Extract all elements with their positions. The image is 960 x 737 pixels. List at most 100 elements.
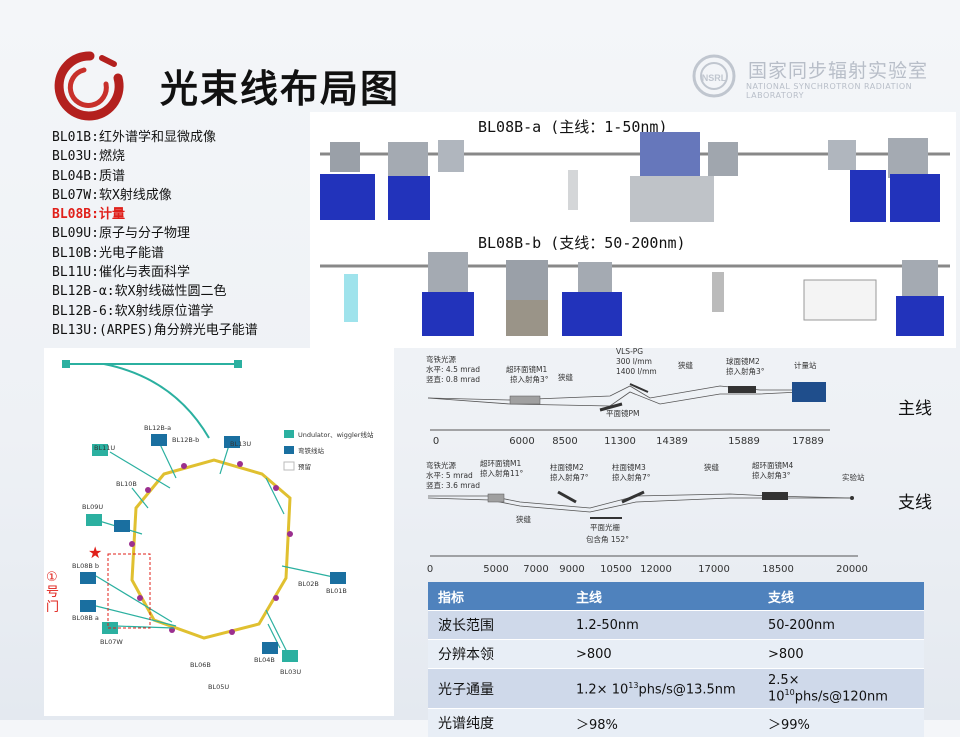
table-row: 光子通量 1.2× 1013phs/s@13.5nm 2.5× 1010phs/… bbox=[428, 667, 924, 709]
branch-tick: 7000 bbox=[523, 564, 548, 575]
branch-m4-1: 超环面镜M4 bbox=[752, 460, 793, 470]
cell-main: ＞98% bbox=[566, 708, 758, 737]
table-row: 波长范围 1.2-50nm 50-200nm bbox=[428, 610, 924, 640]
branch-m1-1: 超环面镜M1 bbox=[480, 458, 521, 468]
nsrl-logo-icon: NSRL bbox=[692, 54, 736, 98]
main-tick: 11300 bbox=[604, 436, 636, 447]
main-tick: 0 bbox=[433, 436, 439, 447]
main-m2-2: 掠入射角3° bbox=[726, 366, 765, 376]
branch-m1-2: 掠入射角11° bbox=[480, 468, 524, 478]
cell-branch: 2.5× 1010phs/s@120nm bbox=[758, 667, 924, 709]
label-bl09u: BL09U bbox=[82, 503, 103, 511]
label-bl04b: BL04B bbox=[254, 656, 275, 664]
branch-source-1: 弯铁光源 bbox=[426, 460, 456, 470]
cell-main: 1.2-50nm bbox=[566, 610, 758, 640]
spec-table: 指标 主线 支线 波长范围 1.2-50nm 50-200nm 分辨本领 >80… bbox=[428, 582, 924, 737]
branch-tick: 17000 bbox=[698, 564, 730, 575]
branch-m2-1: 柱面镜M2 bbox=[550, 462, 584, 472]
row-label: 波长范围 bbox=[428, 610, 566, 640]
beamline-item: BL10B:光电子能谱 bbox=[52, 245, 164, 261]
beamline-item: BL12B-6:软X射线原位谱学 bbox=[52, 303, 214, 319]
col-header: 支线 bbox=[758, 582, 924, 611]
main-m2-1: 球面镜M2 bbox=[726, 356, 760, 366]
branch-tick: 12000 bbox=[640, 564, 672, 575]
lab-name-en: NATIONAL SYNCHROTRON RADIATION LABORATOR… bbox=[746, 82, 913, 100]
beamline-item: BL09U:原子与分子物理 bbox=[52, 226, 190, 242]
cell-main: 1.2× 1013phs/s@13.5nm bbox=[566, 667, 758, 709]
row-label: 光子通量 bbox=[428, 667, 566, 709]
branch-line-label: 支线 bbox=[898, 493, 932, 513]
label-bl13u: BL13U bbox=[230, 440, 251, 448]
label-bl06b: BL06B bbox=[190, 661, 211, 669]
branch-tick: 5000 bbox=[483, 564, 508, 575]
branch-grating-2: 包含角 152° bbox=[586, 534, 629, 544]
gate-label: ①号门 bbox=[46, 570, 60, 615]
star-icon: ★ bbox=[88, 543, 102, 562]
main-source-1: 弯铁光源 bbox=[426, 354, 456, 364]
col-header: 主线 bbox=[566, 582, 758, 611]
nsrl-logo-text: NSRL bbox=[702, 73, 727, 83]
optical-layout-schematics: 弯铁光源 水平: 4.5 mrad 竖直: 0.8 mrad 超环面镜M1 掠入… bbox=[400, 346, 880, 582]
main-pg-3: 1400 l/mm bbox=[616, 367, 657, 376]
col-header: 指标 bbox=[428, 582, 566, 611]
label-bl08ba: BL08B a bbox=[72, 614, 99, 622]
beamline-item: BL04B:质谱 bbox=[52, 168, 125, 184]
beamline-item: BL12B-α:软X射线磁性圆二色 bbox=[52, 284, 227, 300]
main-pg-2: 300 l/mm bbox=[616, 357, 652, 366]
page-title: 光束线布局图 bbox=[160, 67, 401, 111]
photo-title-main: BL08B-a (主线：1-50nm) bbox=[478, 118, 668, 136]
main-tick: 15889 bbox=[728, 436, 760, 447]
beamline-item: BL01B:红外谱学和显微成像 bbox=[52, 130, 216, 145]
legend-bending: 弯铁线站 bbox=[298, 446, 325, 455]
legend-undulator: Undulator、wiggler线站 bbox=[298, 430, 374, 439]
branch-tick: 10500 bbox=[600, 564, 632, 575]
beamline-list: BL01B:红外谱学和显微成像 BL03U:燃烧 BL04B:质谱 BL07W:… bbox=[52, 128, 312, 340]
photo-title-branch: BL08B-b (支线：50-200nm) bbox=[478, 234, 686, 252]
main-tick: 8500 bbox=[552, 436, 577, 447]
branch-station: 实验站 bbox=[842, 472, 865, 482]
label-bl05u: BL05U bbox=[208, 683, 229, 691]
storage-ring-svg: ★ Undulator、wiggler线站 弯铁线站 预留 BL12B-a BL… bbox=[62, 360, 374, 691]
legend-reserved: 预留 bbox=[298, 462, 311, 471]
branch-m4-2: 掠入射角3° bbox=[752, 470, 791, 480]
cell-branch: 50-200nm bbox=[758, 610, 924, 640]
cell-branch: ＞99% bbox=[758, 708, 924, 737]
row-label: 分辨本领 bbox=[428, 639, 566, 669]
branch-tick: 20000 bbox=[836, 564, 868, 575]
main-tick: 17889 bbox=[792, 436, 824, 447]
label-bl12ba: BL12B-a bbox=[144, 424, 171, 432]
branch-m2-2: 掠入射角7° bbox=[550, 472, 589, 482]
label-bl03u: BL03U bbox=[280, 668, 301, 676]
main-station: 计量站 bbox=[794, 360, 817, 370]
cell-branch: >800 bbox=[758, 639, 924, 669]
beamline-item: BL03U:燃烧 bbox=[52, 149, 125, 165]
table-row: 分辨本领 >800 >800 bbox=[428, 639, 924, 669]
main-source-2: 水平: 4.5 mrad bbox=[426, 364, 480, 374]
label-bl01b: BL01B bbox=[326, 587, 347, 595]
main-slit2: 狭缝 bbox=[678, 360, 693, 370]
beamline-item: BL07W:软X射线成像 bbox=[52, 187, 172, 203]
branch-grating-1: 平面光栅 bbox=[590, 522, 620, 532]
branch-tick: 0 bbox=[427, 564, 433, 575]
branch-line-equipment bbox=[320, 252, 950, 336]
main-pm: 平面镜PM bbox=[606, 408, 640, 418]
beamline-item: BL13U:(ARPES)角分辨光电子能谱 bbox=[52, 322, 258, 338]
label-bl08bb: BL08B b bbox=[72, 562, 99, 570]
main-tick: 14389 bbox=[656, 436, 688, 447]
table-row: 光谱纯度 ＞98% ＞99% bbox=[428, 708, 924, 737]
branch-m3-1: 柱面镜M3 bbox=[612, 462, 646, 472]
main-pg-1: VLS-PG bbox=[616, 347, 643, 356]
red-ring-logo-icon bbox=[54, 51, 124, 121]
branch-source-2: 水平: 5 mrad bbox=[426, 470, 473, 480]
main-m1-2: 掠入射角3° bbox=[510, 374, 549, 384]
cell-main: >800 bbox=[566, 639, 758, 669]
main-line-label: 主线 bbox=[898, 399, 932, 419]
main-m1-1: 超环面镜M1 bbox=[506, 364, 547, 374]
main-line-equipment bbox=[320, 132, 950, 222]
row-label: 光谱纯度 bbox=[428, 708, 566, 737]
label-bl12bb: BL12B-b bbox=[172, 436, 199, 444]
main-tick: 6000 bbox=[509, 436, 534, 447]
beamline-item: BL11U:催化与表面科学 bbox=[52, 265, 190, 281]
main-source-3: 竖直: 0.8 mrad bbox=[426, 374, 480, 384]
lab-name-cn: 国家同步辐射实验室 bbox=[748, 60, 929, 82]
